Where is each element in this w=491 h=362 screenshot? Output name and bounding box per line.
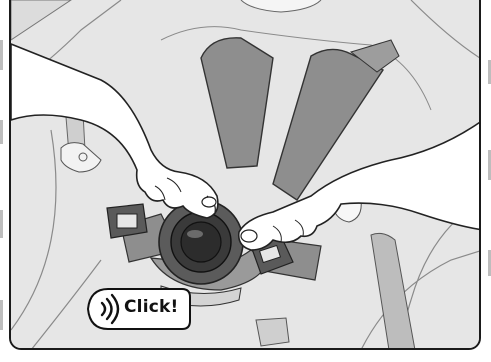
page-edge-right [482, 0, 491, 362]
page-edge-left [0, 0, 9, 362]
buckle-illustration [11, 0, 481, 350]
illustration-frame [9, 0, 481, 350]
click-label: Click! [124, 297, 178, 317]
